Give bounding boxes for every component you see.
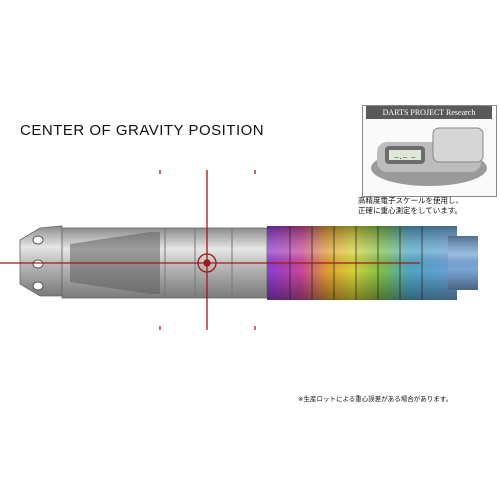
- research-label: DARTS PROJECT Research: [366, 106, 492, 119]
- page-title: CENTER OF GRAVITY POSITION: [20, 122, 265, 139]
- footnote: ※生産ロットによる重心誤差がある場合があります。: [298, 395, 453, 403]
- research-inset: DARTS PROJECT Research —.— —: [362, 105, 497, 197]
- scale-display: —.— —: [394, 153, 416, 161]
- scale-image: —.— —: [371, 127, 487, 186]
- caption: 高精度電子スケールを使用し、 正確に重心測定をしています。: [358, 196, 498, 216]
- barrel-tip: [19, 225, 63, 297]
- caption-line: 高精度電子スケールを使用し、: [358, 196, 463, 205]
- caption-line: 正確に重心測定をしています。: [358, 206, 463, 215]
- center-of-gravity-crosshair: [0, 170, 420, 330]
